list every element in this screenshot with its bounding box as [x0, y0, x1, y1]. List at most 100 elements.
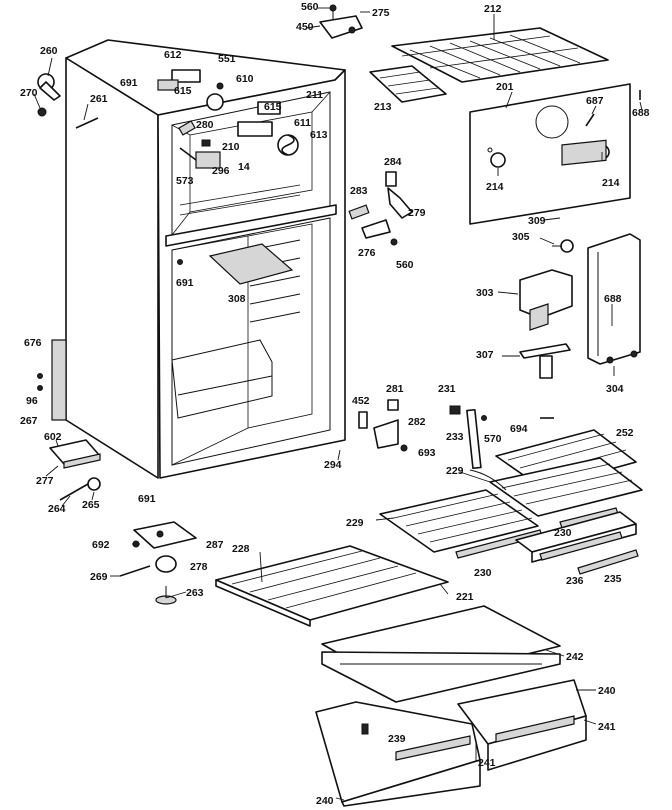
callout-label: 211 — [306, 89, 323, 101]
rail-233 — [449, 405, 554, 470]
callout-label: 691 — [138, 493, 156, 505]
callout-label: 252 — [616, 427, 634, 439]
wire-shelf-212 — [391, 27, 609, 83]
callout-label: 452 — [352, 395, 370, 407]
label-309 — [561, 139, 607, 166]
callout-label: 278 — [190, 561, 208, 573]
part-280 — [178, 120, 196, 136]
callout-label: 676 — [24, 337, 42, 349]
callout-label: 240 — [598, 685, 616, 697]
callout-label: 296 — [212, 165, 230, 177]
callout-label: 691 — [176, 277, 194, 289]
callout-label: 267 — [20, 415, 38, 427]
crisper-drawer-left-240 — [315, 701, 481, 807]
callout-label: 611 — [294, 117, 311, 129]
center-small-parts — [358, 399, 408, 452]
callout-label: 214 — [486, 181, 504, 193]
rail-235 — [577, 549, 639, 575]
callout-label: 269 — [90, 571, 108, 583]
part-573 — [179, 147, 197, 161]
callout-label: 239 — [388, 733, 406, 745]
callout-label: 693 — [418, 447, 436, 459]
callout-label: 276 — [358, 247, 376, 259]
fan-assembly — [195, 121, 299, 169]
callout-label: 214 — [602, 177, 620, 189]
callout-label: 233 — [446, 431, 464, 443]
crisper-cover-236 — [515, 511, 637, 563]
callout-label: 280 — [196, 119, 214, 131]
air-duct-304 — [587, 233, 641, 365]
lower-left-parts — [37, 373, 101, 501]
part-260-knob — [37, 73, 61, 117]
rod-261 — [75, 117, 99, 129]
callout-label: 305 — [512, 231, 530, 243]
callout-label: 212 — [484, 3, 502, 15]
bracket-307 — [519, 343, 571, 379]
callout-label: 264 — [48, 503, 66, 515]
part-210 — [201, 139, 211, 147]
callout-label: 570 — [484, 433, 502, 445]
callout-label: 284 — [384, 156, 402, 168]
evaporator-cover-201 — [469, 83, 641, 225]
callout-label: 287 — [206, 539, 224, 551]
callout-label: 96 — [26, 395, 38, 407]
callout-label: 229 — [446, 465, 464, 477]
callout-label: 201 — [496, 81, 514, 93]
control-cluster — [157, 69, 281, 115]
callout-label: 692 — [92, 539, 110, 551]
callout-label: 236 — [566, 575, 584, 587]
callout-label: 612 — [164, 49, 182, 61]
callout-label: 551 — [218, 53, 236, 65]
callout-label: 270 — [20, 87, 38, 99]
shelf-229-right — [469, 457, 643, 517]
callout-label: 275 — [372, 7, 390, 19]
callout-label: 307 — [476, 349, 494, 361]
callout-label: 241 — [478, 757, 496, 769]
control-housing-303 — [519, 269, 573, 331]
callout-label: 560 — [301, 1, 319, 13]
callout-label: 263 — [186, 587, 204, 599]
callout-label: 281 — [386, 383, 404, 395]
callout-label: 228 — [232, 543, 250, 555]
callout-label: 229 — [346, 517, 364, 529]
callout-label: 14 — [238, 161, 250, 173]
screw-691 — [177, 259, 183, 265]
callout-label: 231 — [438, 383, 456, 395]
callout-label: 688 — [604, 293, 622, 305]
callout-label: 242 — [566, 651, 584, 663]
pan-308 — [208, 243, 294, 285]
callout-label: 309 — [528, 215, 546, 227]
callout-label: 230 — [554, 527, 572, 539]
callout-label: 279 — [408, 207, 426, 219]
callout-label: 282 — [408, 416, 426, 428]
callout-label: 221 — [456, 591, 474, 603]
callout-label: 688 — [632, 107, 650, 119]
damper-305 — [552, 239, 574, 253]
callout-label: 240 — [316, 795, 334, 807]
callout-label: 213 — [374, 101, 392, 113]
callout-label: 615 — [264, 101, 282, 113]
callout-label: 450 — [296, 21, 314, 33]
callout-label: 560 — [396, 259, 414, 271]
roller-239 — [361, 723, 369, 735]
crisper-lid-242 — [321, 605, 561, 703]
callout-label: 283 — [350, 185, 368, 197]
callout-label: 261 — [90, 93, 108, 105]
callout-label: 303 — [476, 287, 494, 299]
callout-label: 277 — [36, 475, 54, 487]
callout-label: 265 — [82, 499, 100, 511]
callout-label: 694 — [510, 423, 528, 435]
callout-label: 573 — [176, 175, 194, 187]
callout-label: 615 — [174, 85, 192, 97]
callout-label: 304 — [606, 383, 624, 395]
callout-leaders — [33, 7, 643, 801]
callout-label: 230 — [474, 567, 492, 579]
callout-label: 602 — [44, 431, 62, 443]
callout-label: 687 — [586, 95, 604, 107]
callout-label: 294 — [324, 459, 342, 471]
callout-label: 691 — [120, 77, 138, 89]
crisper-drawer-right-240 — [457, 679, 587, 771]
